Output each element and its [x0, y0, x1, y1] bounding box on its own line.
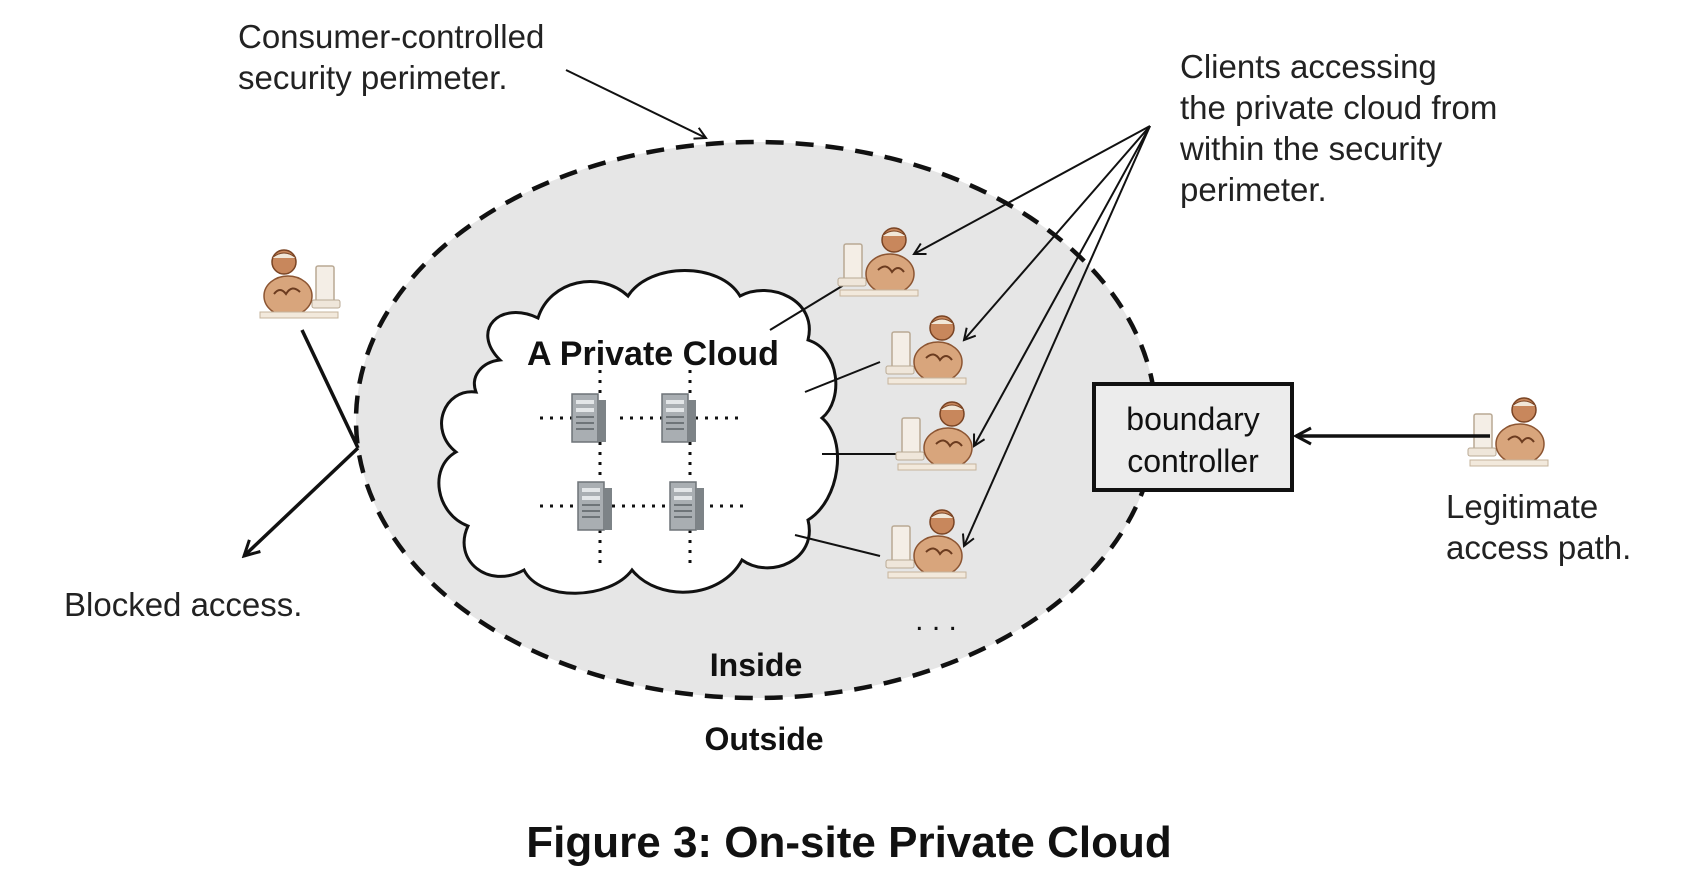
clients-label-line: Clients accessing	[1180, 48, 1437, 85]
person-at-computer-icon	[1467, 397, 1549, 467]
boundary-controller-box	[1092, 382, 1294, 492]
server-icon	[661, 393, 697, 443]
cloud-title: A Private Cloud	[527, 335, 779, 373]
server-icon	[571, 393, 607, 443]
inside-label: Inside	[710, 647, 802, 683]
outside-label: Outside	[704, 721, 823, 757]
perimeter-label-line: security perimeter.	[238, 59, 508, 96]
blocked-access-path	[244, 329, 360, 556]
perimeter-arrow	[565, 69, 706, 138]
clients-label: Clients accessing the private cloud from…	[1180, 46, 1497, 210]
blocked-access-label: Blocked access.	[64, 586, 303, 623]
cloud-icon	[437, 269, 840, 595]
server-icon	[669, 481, 705, 531]
client-arrows	[914, 125, 1151, 546]
more-clients-ellipsis: . . .	[915, 604, 957, 637]
clients-label-line: perimeter.	[1180, 171, 1327, 208]
clients-label-line: the private cloud from	[1180, 89, 1498, 126]
perimeter-label: Consumer-controlled security perimeter.	[238, 16, 544, 98]
perimeter-label-line: Consumer-controlled	[238, 18, 545, 55]
person-at-computer-icon	[259, 249, 341, 319]
server-icon	[577, 481, 613, 531]
boundary-label-line1: boundary	[1126, 401, 1259, 437]
legitimate-access-label: Legitimate access path.	[1446, 486, 1631, 568]
boundary-label-line2: controller	[1127, 443, 1259, 479]
legitimate-label-line: Legitimate	[1446, 488, 1599, 525]
client-links	[769, 279, 900, 557]
figure-caption: Figure 3: On-site Private Cloud	[526, 818, 1172, 867]
legitimate-label-line: access path.	[1446, 529, 1632, 566]
clients-label-line: within the security	[1180, 130, 1443, 167]
